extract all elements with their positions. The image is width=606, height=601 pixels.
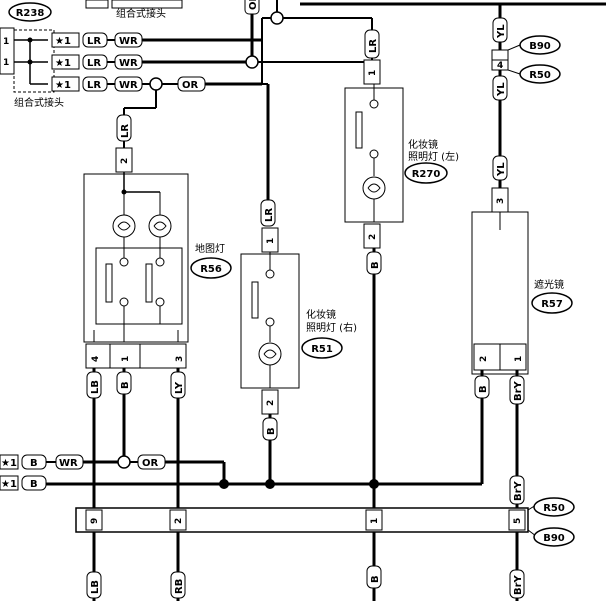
svg-text:1: 1 bbox=[266, 238, 276, 244]
vanity-light-right-label-2: 照明灯 (右) bbox=[306, 321, 357, 334]
svg-text:B: B bbox=[370, 575, 381, 583]
svg-text:YL: YL bbox=[496, 82, 507, 97]
vanity-light-r270: LR 1 2 化妆镜 照明灯 (左) R270 bbox=[344, 29, 459, 249]
connector-b90-r50-top: 4 B90 R50 bbox=[491, 35, 561, 84]
svg-text:YL: YL bbox=[496, 24, 507, 39]
svg-text:9: 9 bbox=[90, 518, 100, 524]
svg-text:1: 1 bbox=[370, 518, 380, 524]
svg-text:R50: R50 bbox=[529, 70, 551, 81]
svg-text:★1: ★1 bbox=[55, 58, 71, 69]
svg-text:2: 2 bbox=[368, 234, 378, 240]
svg-text:B: B bbox=[370, 261, 381, 269]
svg-text:WR: WR bbox=[119, 36, 138, 47]
svg-text:B: B bbox=[30, 458, 38, 469]
svg-text:WR: WR bbox=[119, 58, 138, 69]
svg-text:OR: OR bbox=[142, 458, 159, 469]
svg-text:4: 4 bbox=[91, 356, 101, 362]
svg-text:1: 1 bbox=[121, 356, 131, 362]
joint-connector-label: 组合式接头 bbox=[14, 96, 64, 109]
svg-text:LR: LR bbox=[264, 208, 275, 222]
svg-text:B90: B90 bbox=[529, 41, 551, 52]
svg-text:2: 2 bbox=[120, 158, 130, 164]
svg-text:LR: LR bbox=[368, 39, 379, 53]
svg-text:★1: ★1 bbox=[1, 479, 17, 490]
vanity-light-left-label-2: 照明灯 (左) bbox=[408, 150, 459, 163]
svg-text:B: B bbox=[30, 479, 38, 490]
svg-text:B: B bbox=[266, 427, 277, 435]
vanity-light-right-label-1: 化妆镜 bbox=[306, 308, 336, 321]
svg-text:R57: R57 bbox=[541, 299, 563, 310]
connector-r238: R238 bbox=[8, 2, 52, 22]
svg-text:LB: LB bbox=[90, 380, 101, 394]
svg-text:RB: RB bbox=[174, 579, 185, 594]
svg-text:OR: OR bbox=[182, 80, 199, 91]
svg-text:R238: R238 bbox=[16, 8, 45, 19]
svg-text:LR: LR bbox=[120, 124, 131, 138]
svg-text:1: 1 bbox=[368, 70, 378, 76]
svg-text:2: 2 bbox=[479, 356, 489, 362]
svg-text:LR: LR bbox=[87, 80, 101, 91]
svg-text:B: B bbox=[120, 381, 131, 389]
svg-text:LY: LY bbox=[174, 381, 185, 394]
svg-text:B90: B90 bbox=[543, 533, 565, 544]
svg-text:LB: LB bbox=[90, 580, 101, 594]
svg-text:B: B bbox=[478, 385, 489, 393]
svg-text:★1: ★1 bbox=[55, 80, 71, 91]
svg-text:4: 4 bbox=[497, 61, 503, 71]
svg-text:BrY: BrY bbox=[513, 574, 524, 595]
svg-text:BrY: BrY bbox=[513, 380, 524, 401]
svg-text:YL: YL bbox=[496, 162, 507, 177]
wire-or-top: OR bbox=[248, 0, 259, 10]
vanity-light-left-label-1: 化妆镜 bbox=[408, 138, 438, 151]
svg-text:LR: LR bbox=[87, 36, 101, 47]
svg-text:1: 1 bbox=[3, 37, 9, 47]
svg-text:R56: R56 bbox=[200, 264, 222, 275]
svg-text:LR: LR bbox=[87, 58, 101, 69]
svg-text:1: 1 bbox=[3, 58, 9, 68]
vanity-light-r51: LR 1 2 化妆镜 照明灯 (右) R51 bbox=[240, 199, 357, 415]
star-row-2: ★1 LR WR bbox=[51, 54, 372, 70]
svg-text:★1: ★1 bbox=[55, 36, 71, 47]
svg-text:BrY: BrY bbox=[513, 480, 524, 501]
sun-visor-r57: 3 2 1 遮光镜 R57 bbox=[471, 187, 573, 375]
svg-text:3: 3 bbox=[175, 356, 185, 362]
svg-text:2: 2 bbox=[266, 400, 276, 406]
joint-connector-top: 组合式接头 bbox=[85, 0, 183, 20]
svg-text:2: 2 bbox=[174, 518, 184, 524]
map-light-r56: 2 4 1 3 地图灯 R56 bbox=[83, 147, 232, 369]
svg-text:WR: WR bbox=[59, 458, 78, 469]
svg-text:R270: R270 bbox=[412, 169, 441, 180]
svg-text:R51: R51 bbox=[311, 344, 333, 355]
svg-text:5: 5 bbox=[513, 518, 523, 524]
svg-text:WR: WR bbox=[119, 80, 138, 91]
star-row-3: ★1 LR WR OR bbox=[51, 40, 263, 92]
svg-text:3: 3 bbox=[496, 198, 506, 204]
lower-left-rows: ★1 B WR OR ★1 B bbox=[0, 454, 482, 491]
map-light-label: 地图灯 bbox=[195, 242, 225, 255]
joint-connector-label-top: 组合式接头 bbox=[116, 7, 166, 20]
star-row-1: ★1 LR WR bbox=[51, 17, 271, 48]
connector-bar-r50-b90: 9 2 1 5 R50 B90 bbox=[75, 497, 575, 547]
svg-text:1: 1 bbox=[514, 356, 524, 362]
svg-text:★1: ★1 bbox=[1, 458, 17, 469]
svg-text:R50: R50 bbox=[543, 503, 565, 514]
sun-visor-label: 遮光镜 bbox=[534, 278, 564, 291]
